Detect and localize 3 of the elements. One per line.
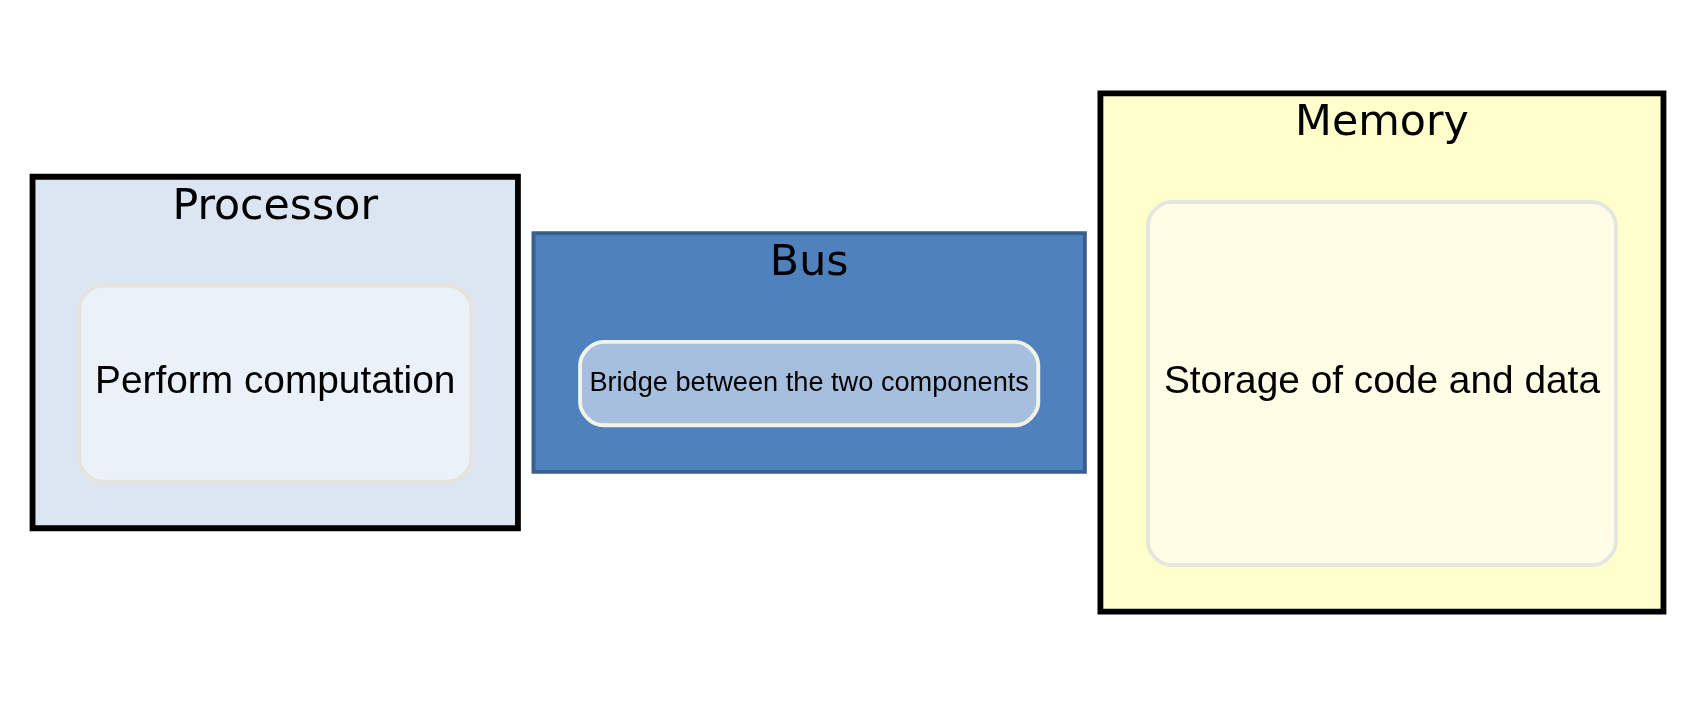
node-box: Bridge between the two components (578, 339, 1041, 427)
node-box: Storage of code and data (1146, 199, 1618, 567)
node-box: Perform computation (77, 283, 474, 484)
